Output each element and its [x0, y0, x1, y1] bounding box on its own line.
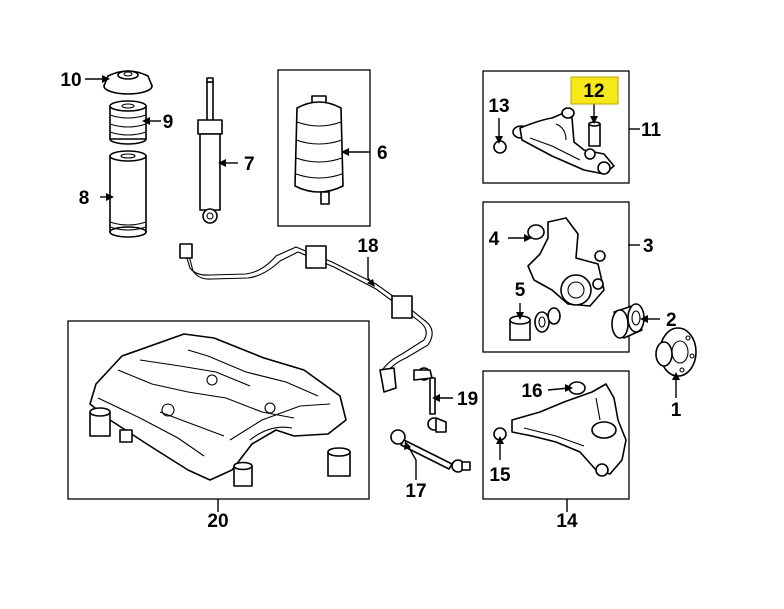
callout-2[interactable]: 2 [666, 310, 677, 331]
air-spring-part [294, 95, 344, 205]
callout-20[interactable]: 20 [207, 511, 228, 532]
callout-10[interactable]: 10 [60, 70, 81, 91]
callout-19[interactable]: 19 [457, 389, 478, 410]
callout-17[interactable]: 17 [405, 481, 426, 502]
callout-4[interactable]: 4 [489, 229, 500, 250]
wheel-bearing-part [611, 303, 645, 339]
shock-absorber-part [197, 77, 223, 224]
box-upper-arm [482, 70, 630, 184]
callout-1[interactable]: 1 [671, 400, 682, 421]
callout-12-highlight [570, 76, 619, 105]
callout-18[interactable]: 18 [357, 236, 378, 257]
dust-boot-part [109, 150, 147, 238]
callout-15[interactable]: 15 [489, 465, 511, 486]
callout-9[interactable]: 9 [163, 112, 174, 133]
stabilizer-link-part [413, 367, 447, 433]
lower-arm-part [493, 381, 627, 477]
callout-3[interactable]: 3 [643, 236, 654, 257]
arrowheads [102, 75, 680, 450]
strut-mount-part [103, 70, 153, 95]
bump-stop-part [109, 100, 147, 145]
box-knuckle [482, 201, 630, 353]
callout-14[interactable]: 14 [556, 511, 578, 532]
knuckle-part [509, 217, 606, 341]
box-air-spring [277, 69, 371, 227]
callout-8[interactable]: 8 [79, 188, 90, 209]
subframe-part [89, 333, 351, 487]
callout-12[interactable]: 12 [583, 81, 604, 102]
tie-rod-part [390, 429, 471, 473]
callout-13[interactable]: 13 [488, 96, 509, 117]
callout-16[interactable]: 16 [521, 381, 542, 402]
callout-7[interactable]: 7 [244, 154, 255, 175]
callout-11[interactable]: 11 [641, 120, 662, 141]
callout-6[interactable]: 6 [377, 143, 388, 164]
upper-arm-part [493, 107, 615, 175]
box-lower-arm [482, 370, 630, 500]
stabilizer-bar-part [179, 243, 433, 393]
callout-5[interactable]: 5 [515, 280, 526, 301]
wheel-hub-part [655, 327, 697, 377]
